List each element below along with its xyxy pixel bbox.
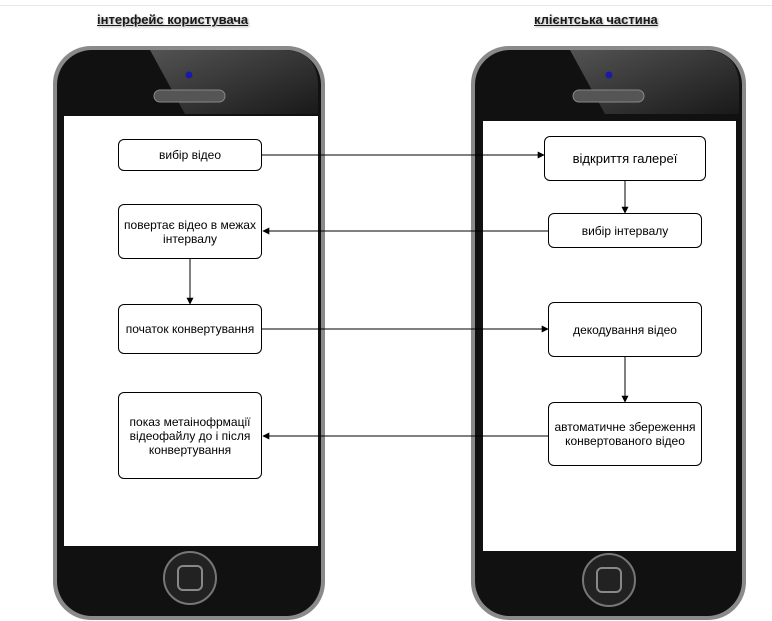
node-return-video: повертає відео в межах інтервалу <box>118 204 262 259</box>
top-divider <box>0 5 772 6</box>
speaker-icon <box>572 89 645 103</box>
node-auto-save: автоматичне збереження конвертованого ві… <box>548 402 702 466</box>
node-open-gallery: відкриття галереї <box>544 136 706 181</box>
node-label: автоматичне збереження конвертованого ві… <box>554 420 696 448</box>
camera-icon <box>185 71 193 79</box>
node-show-meta: показ метаінофрмації відеофайлу до і піс… <box>118 392 262 479</box>
node-start-convert: початок конвертування <box>118 304 262 354</box>
title-user-interface: інтерфейс користувача <box>97 12 249 27</box>
camera-icon <box>605 71 613 79</box>
speaker-icon <box>153 89 226 103</box>
node-label: вибір відео <box>158 148 221 162</box>
node-label: декодування відео <box>573 322 677 337</box>
node-choose-video: вибір відео <box>118 139 262 171</box>
node-label: початок конвертування <box>125 322 255 336</box>
node-choose-interval: вибір інтервалу <box>548 213 702 248</box>
home-button-icon <box>163 551 217 605</box>
phone-right <box>471 46 746 620</box>
connectors <box>186 151 629 440</box>
node-decode-video: декодування відео <box>548 302 702 357</box>
node-label: показ метаінофрмації відеофайлу до і піс… <box>129 414 251 457</box>
node-label: вибір інтервалу <box>581 223 669 238</box>
title-client-side: клієнтська частина <box>534 12 658 27</box>
node-label: повертає відео в межах інтервалу <box>124 217 256 246</box>
home-button-icon <box>582 553 636 607</box>
node-label: відкриття галереї <box>572 150 678 166</box>
